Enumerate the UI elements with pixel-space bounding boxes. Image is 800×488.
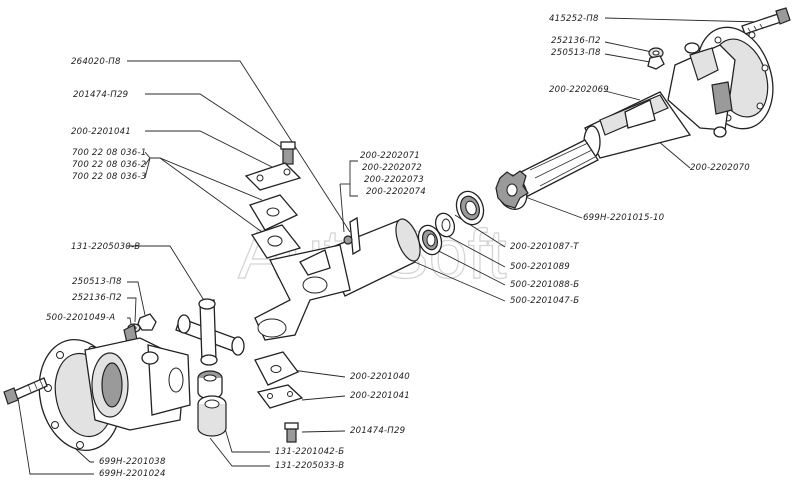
label-grease-fitting: 264020-П8 [71, 57, 121, 67]
label-assembly-3: 200-2202073 [364, 175, 424, 185]
label-seal-2: 500-2201089 [510, 262, 570, 272]
part-labels: 415252-П8 252136-П2 250513-П8 200-220206… [46, 14, 750, 479]
seal-rings [417, 190, 485, 256]
rear-flange-yoke [667, 26, 774, 138]
label-cover-1: 700 22 08 036-1 [72, 148, 146, 158]
top-bolt [741, 7, 791, 35]
label-cover-3: 700 22 08 036-3 [72, 172, 146, 182]
sliding-yoke [254, 216, 421, 341]
lower-plates [254, 351, 304, 443]
label-bearing: 131-2201042-Б [275, 447, 344, 457]
label-cross: 131-2205030-В [71, 242, 140, 252]
front-flange-bolt [3, 377, 48, 405]
bearing-and-cup [197, 370, 227, 437]
top-washer-and-nut [647, 47, 665, 70]
top-lock-plates [244, 141, 302, 259]
label-seal-3: 500-2201088-Б [510, 280, 579, 290]
label-seal-4: 500-2201047-Б [510, 296, 579, 306]
front-flange-yoke [38, 337, 191, 452]
label-splined-tip: 699Н-2201015-10 [583, 213, 665, 223]
label-flange-yoke: 699Н-2201038 [99, 457, 166, 467]
universal-joint-cross [175, 298, 245, 366]
label-cover-2: 700 22 08 036-2 [72, 160, 146, 170]
label-nut-top: 250513-П8 [551, 48, 601, 58]
label-cover-plate-low: 200-2201040 [350, 372, 410, 382]
label-assembly-2: 200-2202072 [362, 163, 422, 173]
label-lock-plate-low: 200-2201041 [350, 391, 410, 401]
label-flange: 699Н-2201024 [99, 469, 166, 479]
label-bolt-plate-top: 201474-П29 [73, 90, 128, 100]
label-bolt-top: 415252-П8 [549, 14, 599, 24]
shaft-tube [583, 91, 692, 159]
label-assembly-1: 200-2202071 [360, 151, 420, 161]
label-shaft-yoke-rear: 200-2202070 [690, 163, 750, 173]
label-lock-plate-top: 200-2201041 [71, 127, 131, 137]
label-assembly-4: 200-2202074 [366, 187, 426, 197]
label-bolt-low: 201474-П29 [350, 426, 405, 436]
splined-tip [495, 139, 599, 211]
label-fitting-left: 500-2201049-А [46, 313, 115, 323]
label-washer-left: 252136-П2 [72, 293, 122, 303]
label-washer-top: 252136-П2 [551, 36, 601, 46]
label-nut-left: 250513-П8 [72, 277, 122, 287]
label-seal-ring: 200-2201087-Т [510, 242, 579, 252]
label-bearing-cup: 131-2205033-В [275, 461, 344, 471]
label-shaft-tube: 200-2202069 [549, 85, 609, 95]
